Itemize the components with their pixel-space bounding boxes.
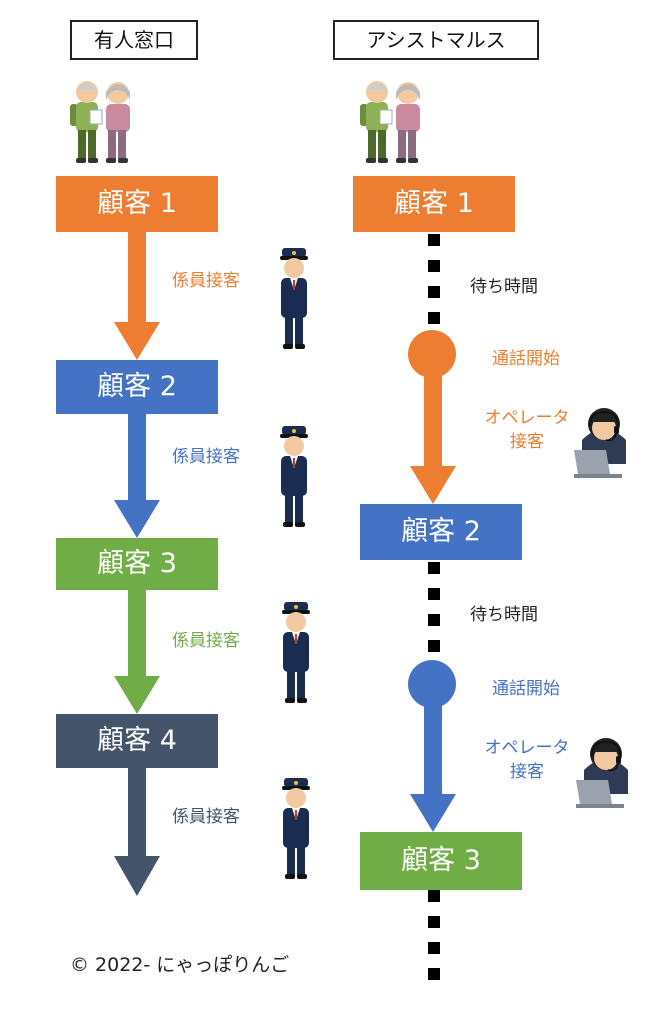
left-arrow-4: [114, 768, 160, 896]
left-column-title: 有人窓口: [70, 20, 198, 60]
left-service-label-2: 係員接客: [172, 447, 240, 467]
station-staff-icon: [282, 778, 310, 879]
right-customer-3-box: 顧客 3: [360, 832, 522, 890]
copyright-text: © 2022- にゃっぽりんご: [70, 954, 290, 976]
station-staff-icon: [280, 426, 308, 527]
right-arrow-2: [410, 704, 456, 832]
elderly-couple-icon: [359, 80, 421, 164]
operator-service-label-2: オペレータ 接客: [470, 736, 584, 784]
left-arrow-1: [114, 230, 160, 360]
left-arrow-2: [114, 414, 160, 538]
station-staff-icon: [280, 248, 308, 349]
operator-label-line1: オペレータ: [484, 738, 570, 758]
wait-time-label-1: 待ち時間: [470, 277, 538, 297]
left-customer-1-box: 顧客 1: [56, 176, 218, 232]
call-start-label-1: 通話開始: [492, 349, 560, 369]
left-customer-4-box: 顧客 4: [56, 714, 218, 768]
call-start-label-2: 通話開始: [492, 679, 560, 699]
operator-label-line2: 接客: [510, 432, 544, 452]
station-staff-icon: [282, 602, 310, 703]
right-arrow-1: [410, 374, 456, 504]
right-customer-1-box: 顧客 1: [353, 176, 515, 232]
operator-label-line2: 接客: [510, 762, 544, 782]
call-start-circle-1: [408, 330, 456, 378]
elderly-couple-icon: [69, 80, 131, 164]
left-service-label-1: 係員接客: [172, 271, 240, 291]
operator-service-label-1: オペレータ 接客: [470, 406, 584, 454]
right-column-title: アシストマルス: [333, 20, 539, 60]
operator-label-line1: オペレータ: [484, 408, 570, 428]
call-start-circle-2: [408, 660, 456, 708]
wait-time-label-2: 待ち時間: [470, 605, 538, 625]
left-service-label-3: 係員接客: [172, 631, 240, 651]
left-customer-3-box: 顧客 3: [56, 538, 218, 590]
right-customer-2-box: 顧客 2: [360, 504, 522, 560]
left-service-label-4: 係員接客: [172, 807, 240, 827]
left-customer-2-box: 顧客 2: [56, 360, 218, 414]
left-arrow-3: [114, 590, 160, 714]
